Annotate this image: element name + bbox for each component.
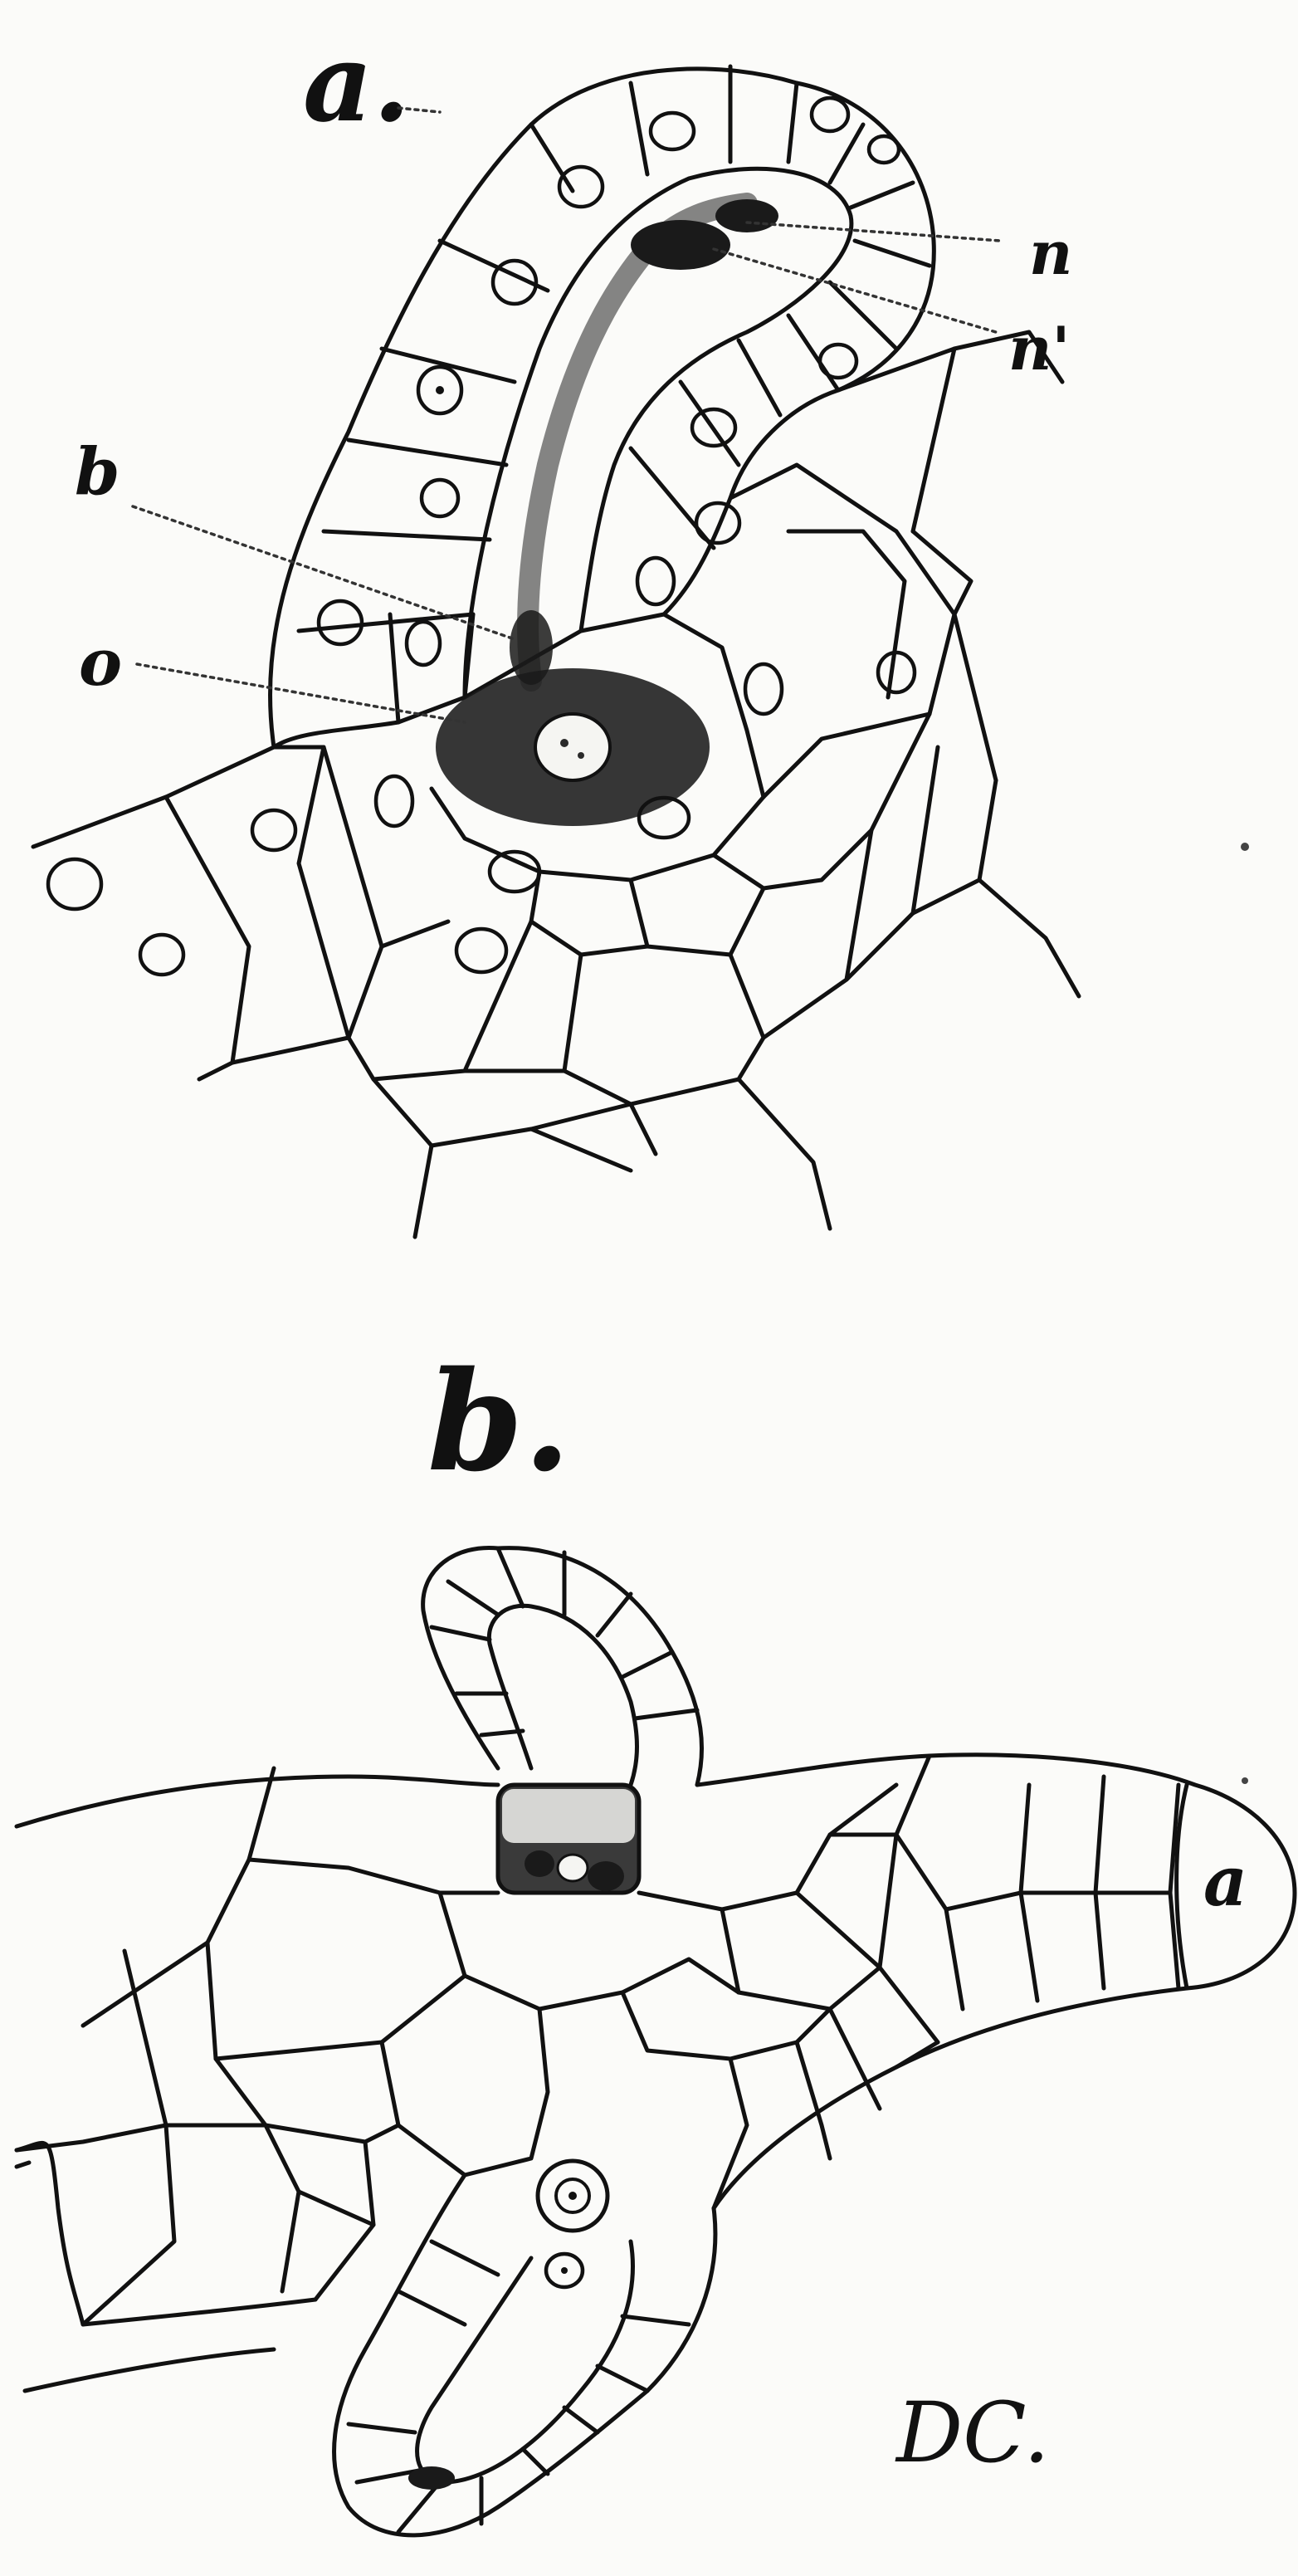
egg-nucleus <box>535 714 610 780</box>
neck-canal-nucleus-n-prime <box>715 199 778 232</box>
neck-outer-wall <box>271 69 934 747</box>
figure-a: a. <box>33 19 1249 1237</box>
thallus-lower-outline <box>17 2143 315 2391</box>
upper-neck-walls <box>432 1548 697 1735</box>
label-o: o <box>79 625 122 701</box>
figure-b: b. <box>17 1341 1295 2535</box>
canal-contents <box>510 199 778 685</box>
upper-neck-inner <box>489 1606 637 1785</box>
figure-b-label: b. <box>427 1341 571 1502</box>
apical-cell-label: a <box>1203 1842 1247 1922</box>
lower-canal-nucleus <box>408 2466 455 2490</box>
lower-neck-inner <box>417 2241 633 2482</box>
label-n: n <box>1029 218 1072 288</box>
figure-a-label: a. <box>303 19 411 146</box>
artist-signature: DC. <box>895 2384 1050 2481</box>
label-b: b <box>75 434 120 510</box>
neck-canal-nucleus-n <box>631 220 730 270</box>
label-n-prime: n' <box>1008 313 1070 384</box>
lower-neck-outer <box>334 2175 715 2535</box>
egg-cell <box>436 668 710 826</box>
